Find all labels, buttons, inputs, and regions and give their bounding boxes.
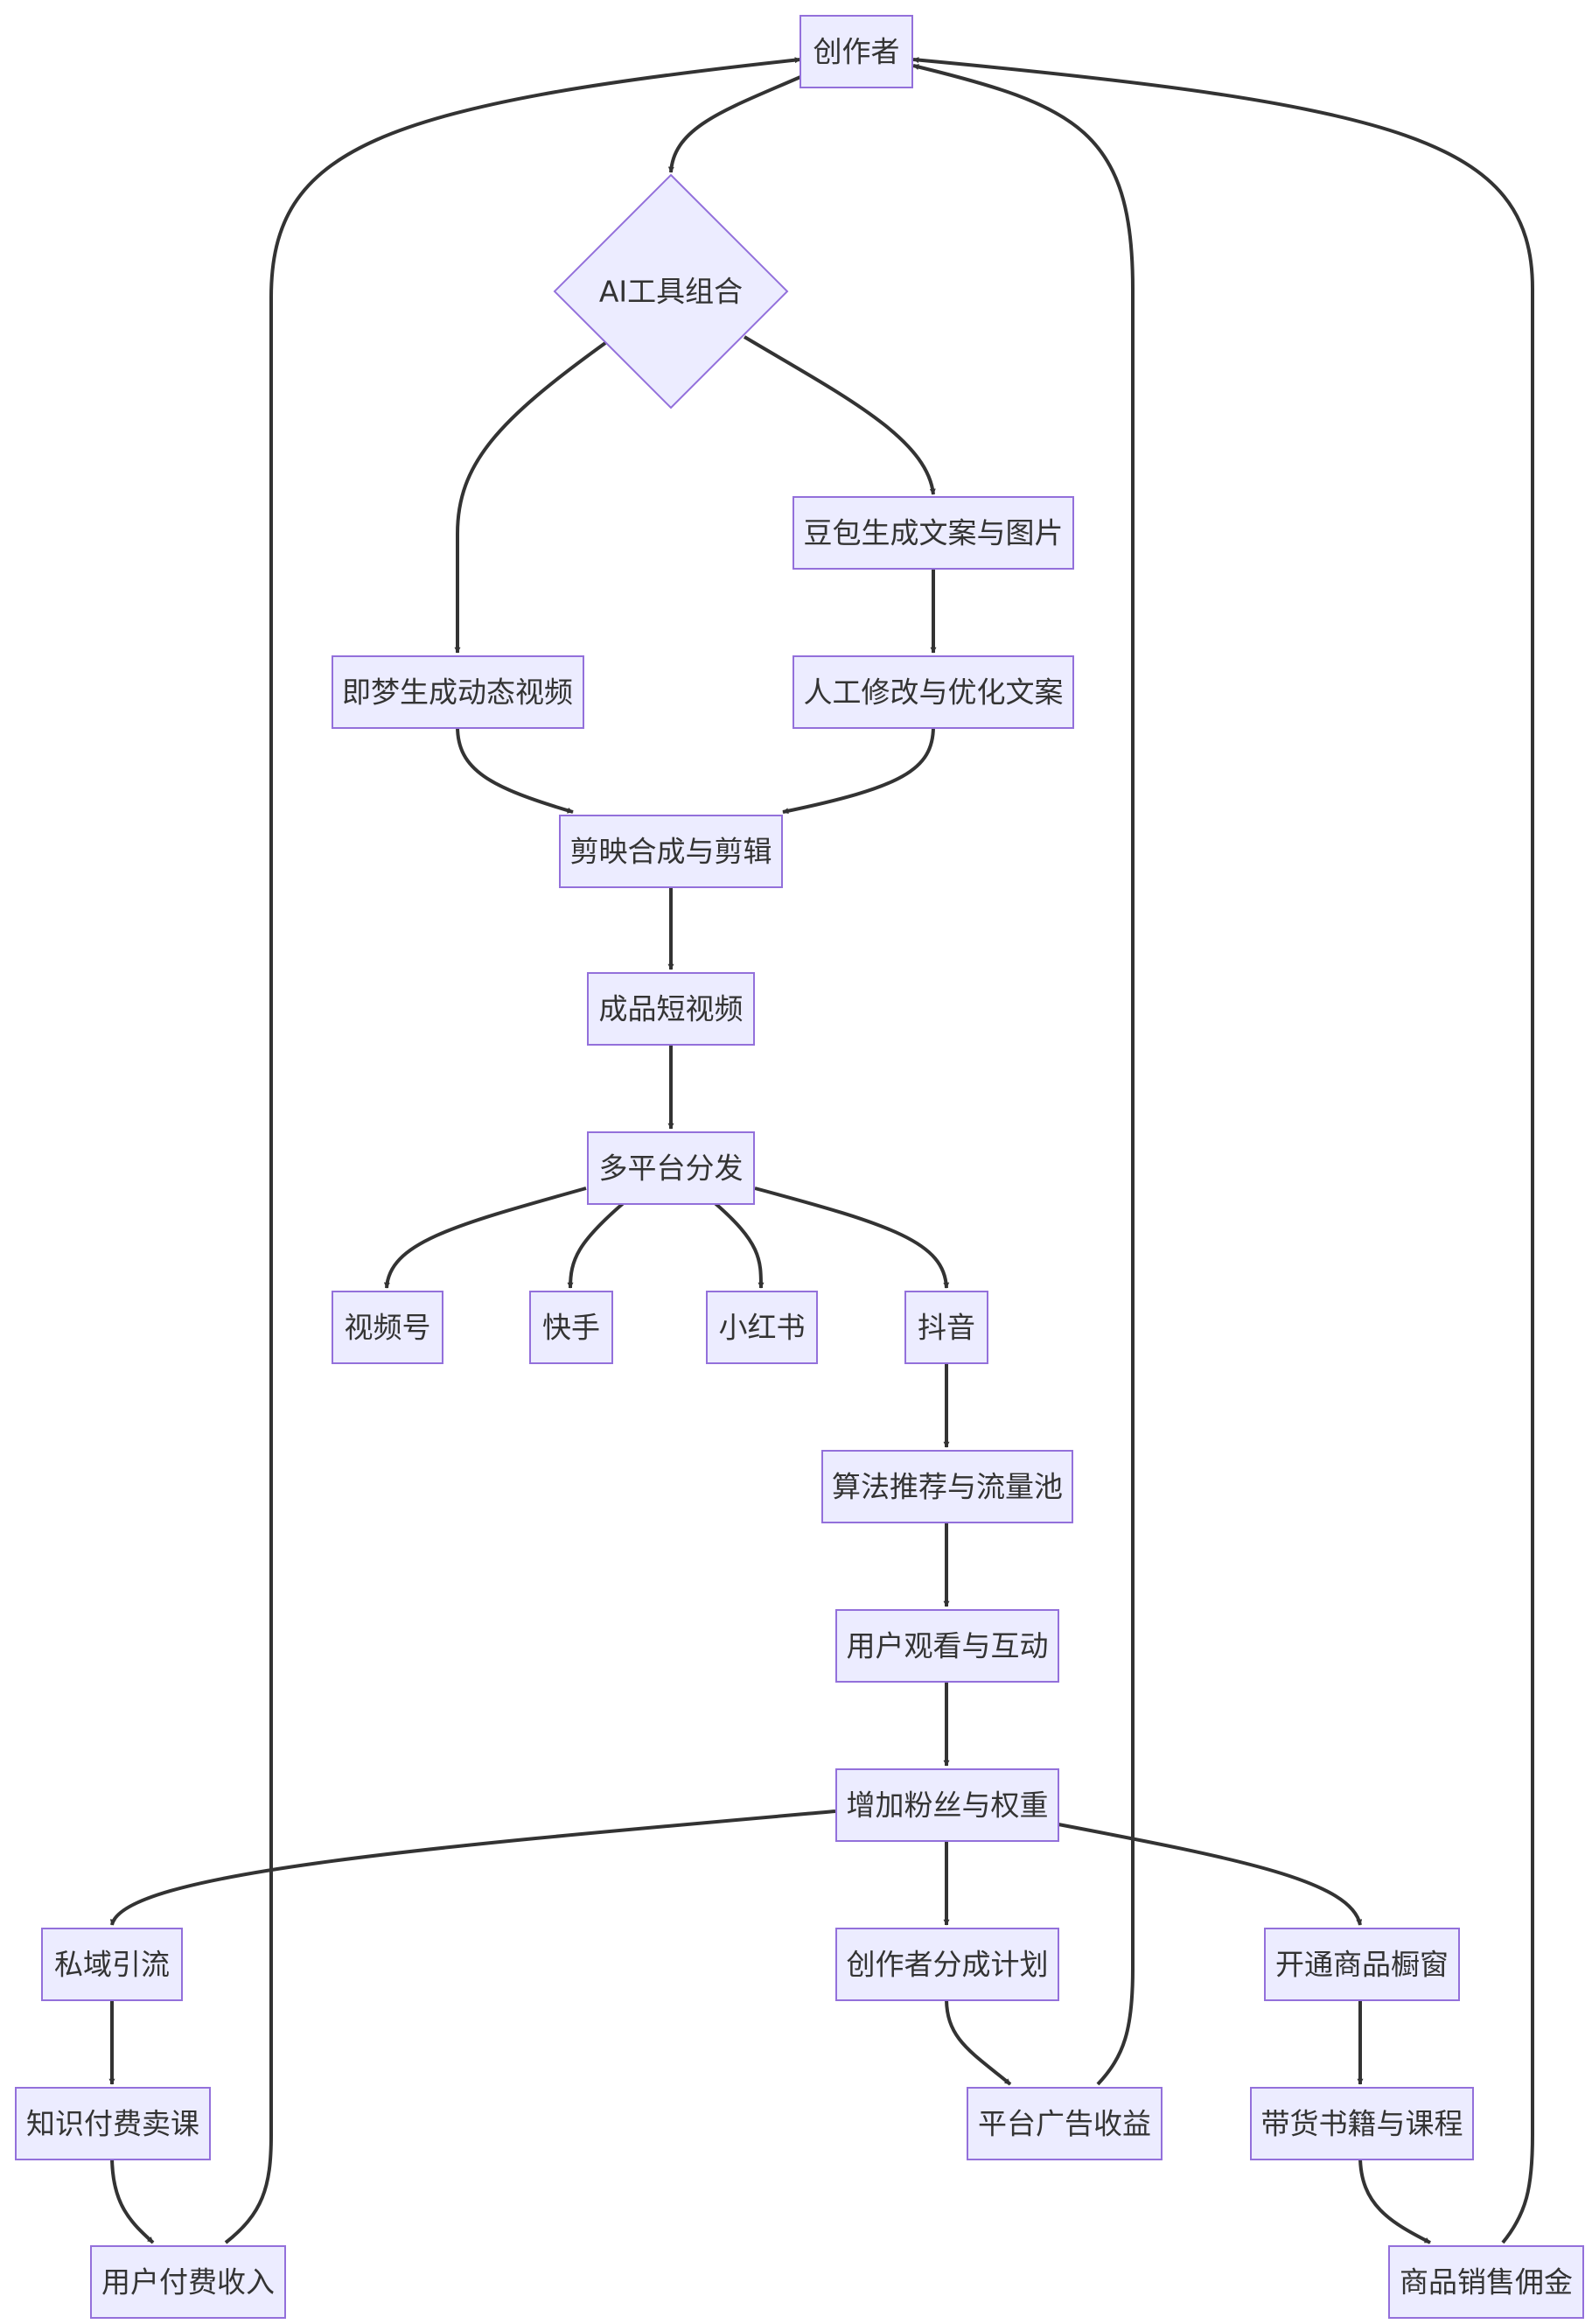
node-manual-edit[interactable]: 人工修改与优化文案 [793,655,1074,729]
node-xiaohongshu-label: 小红书 [719,1311,806,1345]
edge-fans-weight-to-private-traffic [109,1810,836,1926]
node-manual-edit-label: 人工修改与优化文案 [804,676,1064,710]
node-douyin-label: 抖音 [918,1311,975,1345]
node-private-traffic-label: 私域引流 [54,1948,170,1982]
edges [108,57,1534,2244]
node-user-pay[interactable]: 用户付费收入 [90,2245,286,2319]
node-platform-ad-label: 平台广告收益 [978,2107,1151,2141]
node-jimeng[interactable]: 即梦生成动态视频 [332,655,584,729]
edge-manual-edit-to-jianying [782,725,935,815]
edge-distribution-to-xiaohongshu [711,1200,765,1289]
node-algorithm[interactable]: 算法推荐与流量池 [821,1450,1073,1523]
node-shipinhao-label: 视频号 [345,1311,431,1345]
node-shop-window[interactable]: 开通商品橱窗 [1264,1928,1460,2001]
node-user-interact-label: 用户观看与互动 [847,1629,1049,1663]
node-knowledge-course-label: 知识付费卖课 [26,2107,199,2141]
node-doubao-label: 豆包生成文案与图片 [804,516,1064,550]
node-private-traffic[interactable]: 私域引流 [41,1928,183,2001]
node-doubao[interactable]: 豆包生成文案与图片 [793,496,1074,570]
edge-distribution-to-kuaishou [567,1200,627,1289]
node-ai-tools-label: AI工具组合 [599,275,743,309]
node-creator[interactable]: 创作者 [799,15,913,88]
node-creator-share-label: 创作者分成计划 [847,1948,1049,1982]
node-kuaishou[interactable]: 快手 [529,1291,613,1364]
node-goods-books-label: 带货书籍与课程 [1261,2107,1463,2141]
node-ai-tools[interactable]: AI工具组合 [553,173,789,410]
node-jianying[interactable]: 剪映合成与剪辑 [559,815,783,888]
node-user-interact[interactable]: 用户观看与互动 [835,1609,1059,1683]
edge-sales-commission-to-creator [912,57,1534,2244]
node-knowledge-course[interactable]: 知识付费卖课 [15,2087,211,2160]
node-kuaishou-label: 快手 [542,1311,600,1345]
node-creator-share[interactable]: 创作者分成计划 [835,1928,1059,2001]
node-distribution-label: 多平台分发 [599,1152,744,1186]
node-shipinhao[interactable]: 视频号 [332,1291,443,1364]
node-goods-books[interactable]: 带货书籍与课程 [1250,2087,1474,2160]
node-final-video[interactable]: 成品短视频 [587,972,755,1046]
edge-creator-share-to-platform-ad [945,1998,1012,2086]
node-fans-weight[interactable]: 增加粉丝与权重 [835,1768,1059,1842]
node-creator-label: 创作者 [813,35,900,69]
node-algorithm-label: 算法推荐与流量池 [832,1470,1063,1504]
node-sales-commission[interactable]: 商品销售佣金 [1388,2245,1584,2319]
edge-ai-tools-to-doubao [743,335,936,495]
edge-distribution-to-douyin [754,1186,950,1289]
edge-fans-weight-to-shop-window [1058,1823,1363,1926]
edge-jimeng-to-jianying [456,725,574,814]
node-final-video-label: 成品短视频 [599,992,744,1026]
edge-user-pay-to-creator [224,57,801,2244]
edge-ai-tools-to-jimeng [454,341,607,654]
node-jianying-label: 剪映合成与剪辑 [570,835,772,869]
edge-platform-ad-to-creator [912,64,1135,2086]
edge-creator-to-ai-tools [667,75,801,173]
nodes: 创作者 AI工具组合 豆包生成文案与图片 即梦生成动态视频 人工修改与优化文案 … [15,15,1584,2319]
edge-knowledge-course-to-user-pay [110,2155,155,2244]
edge-goods-books-to-sales-commission [1358,2155,1431,2244]
node-user-pay-label: 用户付费收入 [101,2265,275,2300]
node-fans-weight-label: 增加粉丝与权重 [847,1788,1049,1823]
node-shop-window-label: 开通商品橱窗 [1275,1948,1449,1982]
edge-distribution-to-shipinhao [383,1186,587,1289]
node-douyin[interactable]: 抖音 [904,1291,988,1364]
node-distribution[interactable]: 多平台分发 [587,1131,755,1205]
node-platform-ad[interactable]: 平台广告收益 [967,2087,1163,2160]
node-sales-commission-label: 商品销售佣金 [1400,2265,1573,2300]
node-xiaohongshu[interactable]: 小红书 [706,1291,818,1364]
node-jimeng-label: 即梦生成动态视频 [342,676,573,710]
